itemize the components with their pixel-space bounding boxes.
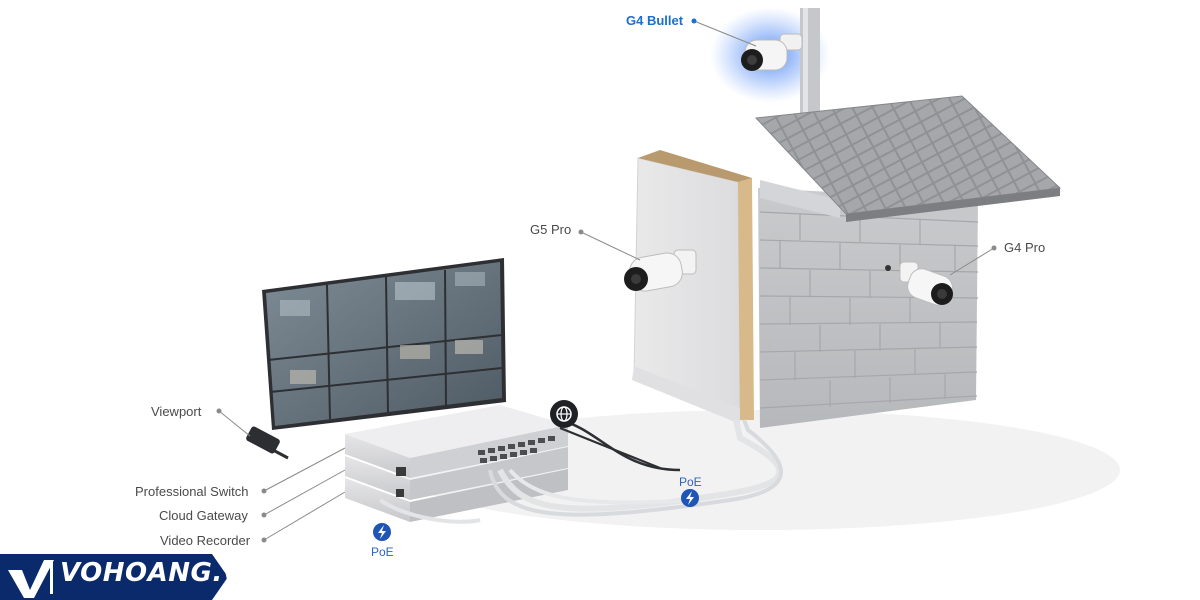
brick-wall <box>758 188 978 428</box>
logo-mark <box>8 560 54 598</box>
g4-bullet-camera <box>741 33 803 71</box>
roof-edge <box>846 188 1060 222</box>
viewport-label: Viewport <box>151 404 202 419</box>
wall-top <box>638 150 752 182</box>
g4-pro-camera <box>885 261 953 306</box>
lightning-icon <box>681 489 699 507</box>
g5-pro-camera <box>624 249 697 292</box>
callout-lines <box>216 18 997 543</box>
lightning-icon <box>373 523 391 541</box>
poe-label-right: PoE <box>679 475 702 489</box>
g5-pro-label: G5 Pro <box>530 222 572 237</box>
wall-edge-wood <box>738 178 754 420</box>
viewport-device <box>246 426 289 460</box>
cloud-gateway-label: Cloud Gateway <box>159 508 248 523</box>
video-recorder-label: Video Recorder <box>160 533 251 548</box>
g4-bullet-label: G4 Bullet <box>626 13 684 28</box>
logo-text: VOHOANG.vn <box>60 558 260 588</box>
monitor <box>262 258 506 430</box>
logo-divider <box>50 562 53 594</box>
wall-base <box>632 366 740 424</box>
globe-icon <box>550 400 578 428</box>
g4-pro-label: G4 Pro <box>1004 240 1046 255</box>
logo-background <box>0 554 228 600</box>
professional-switch-label: Professional Switch <box>135 484 249 499</box>
pole-highlight <box>803 8 808 148</box>
poe-label-left: PoE <box>371 545 394 559</box>
roof-underside <box>760 180 840 218</box>
cables <box>378 413 783 524</box>
